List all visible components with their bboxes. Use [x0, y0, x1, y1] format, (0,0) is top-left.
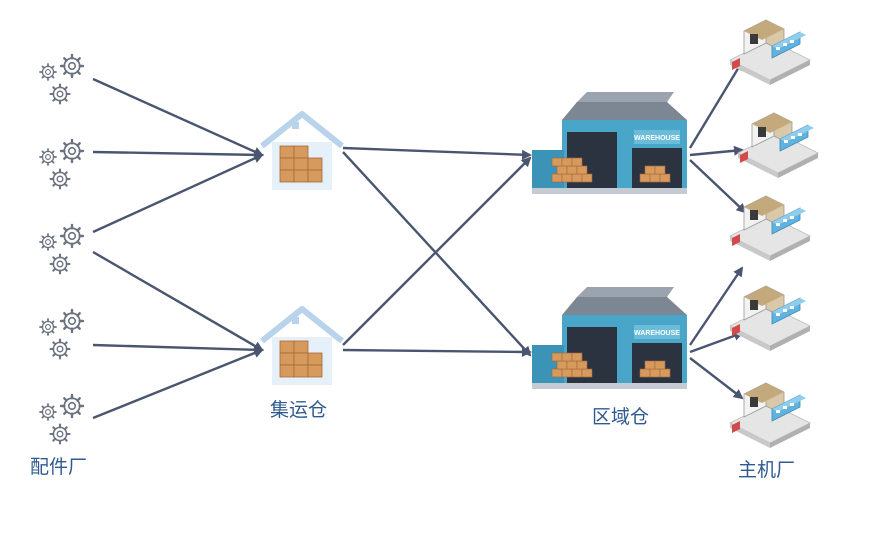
- consolidation-warehouse-icon: [262, 309, 342, 385]
- warehouse-sign: WAREHOUSE: [634, 135, 680, 142]
- consolidation-warehouse-label: 集运仓: [270, 399, 328, 421]
- gear-icon: [39, 403, 57, 421]
- gear-icon: [59, 223, 85, 249]
- gear-icon: [59, 393, 85, 419]
- arrow-8: [342, 151, 532, 357]
- gear-icon: [59, 308, 85, 334]
- arrow-1: [92, 77, 264, 157]
- regional-warehouse-icon: WAREHOUSE: [531, 286, 688, 390]
- gear-icon: [59, 138, 85, 164]
- arrow-9: [342, 156, 532, 346]
- gear-icon: [49, 338, 71, 360]
- arrow-10: [342, 346, 532, 357]
- arrow-14: [689, 266, 744, 346]
- arrow-11: [688, 60, 744, 149]
- consolidation-warehouse-icon: [262, 114, 342, 190]
- parts-factory-gears-2: [39, 138, 85, 190]
- regional-warehouse-icon: WAREHOUSE: [531, 91, 688, 195]
- arrows-regional-to-oem: [688, 60, 747, 400]
- arrows-consolidation-to-regional: [342, 146, 532, 357]
- gear-icon: [59, 53, 85, 79]
- arrow-7: [342, 146, 532, 160]
- oem-plant-icon: [729, 19, 811, 86]
- regional-warehouse-label: 区域仓: [592, 406, 650, 428]
- arrow-2: [92, 149, 264, 160]
- oem-plant-icon: [729, 285, 811, 352]
- gear-icon: [39, 233, 57, 251]
- parts-factory-label: 配件厂: [30, 456, 88, 478]
- warehouse-sign: WAREHOUSE: [634, 330, 680, 337]
- gear-icon: [49, 423, 71, 445]
- oem-plant-icon: [729, 382, 811, 449]
- parts-factory-gears-1: [39, 53, 85, 105]
- oem-plant-label: 主机厂: [738, 459, 796, 481]
- parts-factory-gears-4: [39, 308, 85, 360]
- gear-icon: [49, 168, 71, 190]
- gear-icon: [49, 253, 71, 275]
- arrow-15: [689, 331, 744, 354]
- parts-factory-gears-3: [39, 223, 85, 275]
- arrows-parts-to-consolidation: [92, 77, 264, 420]
- arrow-16: [689, 357, 744, 400]
- oem-plant-icon: [737, 112, 819, 179]
- gear-icon: [39, 63, 57, 81]
- arrow-3: [92, 153, 264, 234]
- arrow-13: [689, 159, 747, 214]
- parts-factory-gears-5: [39, 393, 85, 445]
- arrow-5: [92, 343, 264, 355]
- arrow-4: [92, 250, 264, 352]
- oem-plant-icon: [729, 195, 811, 262]
- gear-icon: [39, 318, 57, 336]
- gear-icon: [39, 148, 57, 166]
- arrow-12: [689, 145, 744, 157]
- arrow-6: [92, 348, 264, 420]
- gear-icon: [49, 83, 71, 105]
